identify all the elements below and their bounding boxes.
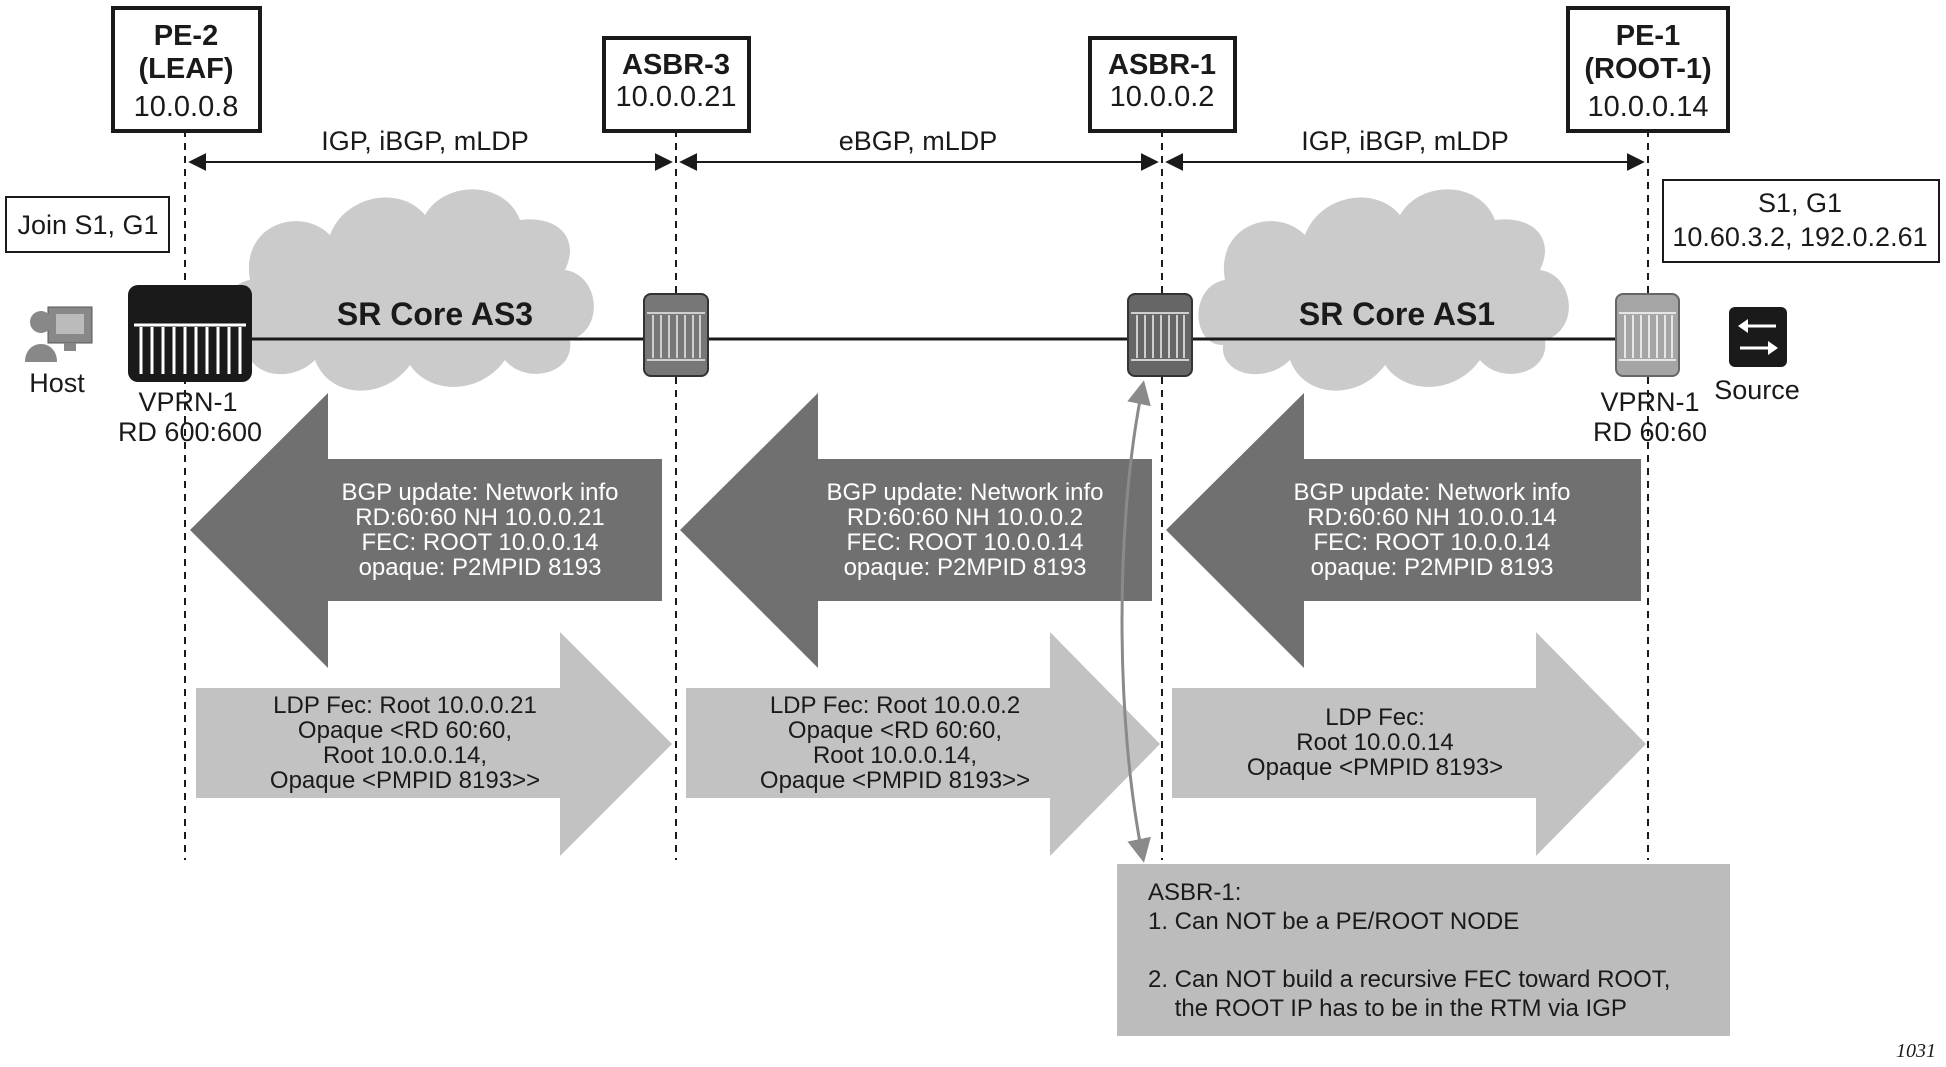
ldp-arrow-3-line-2: Root 10.0.0.14 bbox=[1296, 729, 1453, 756]
bgp-arrow-2-line-3: FEC: ROOT 10.0.0.14 bbox=[847, 529, 1084, 556]
bgp-arrow-3-line-1: BGP update: Network info bbox=[1293, 479, 1570, 506]
ldp-arrow-2-line-2: Opaque <RD 60:60, bbox=[788, 717, 1002, 744]
bgp-arrow-1: BGP update: Network info RD:60:60 NH 10.… bbox=[190, 393, 662, 668]
router-icon bbox=[1615, 293, 1680, 377]
source-info-line-1: S1, G1 bbox=[1758, 188, 1842, 218]
node-pe2-ip: 10.0.0.8 bbox=[134, 91, 239, 123]
node-verticals bbox=[184, 130, 1649, 860]
join-box: Join S1, G1 bbox=[5, 196, 170, 253]
router-icon bbox=[643, 293, 709, 377]
segment-label-2: eBGP, mLDP bbox=[839, 126, 998, 156]
node-pe1: PE-1 (ROOT-1) 10.0.0.14 bbox=[1566, 6, 1730, 133]
ldp-arrow-1-line-1: LDP Fec: Root 10.0.0.21 bbox=[273, 692, 537, 719]
source-switch-icon bbox=[1729, 307, 1787, 367]
asbr1-note-connector bbox=[1120, 380, 1151, 863]
bgp-arrow-3: BGP update: Network info RD:60:60 NH 10.… bbox=[1166, 393, 1641, 668]
node-asbr3-ip: 10.0.0.21 bbox=[616, 81, 737, 113]
node-pe2-label-2: (LEAF) bbox=[138, 53, 233, 85]
cloud-as3 bbox=[223, 189, 594, 391]
bgp-arrow-3-line-3: FEC: ROOT 10.0.0.14 bbox=[1314, 529, 1551, 556]
note-line-5: the ROOT IP has to be in the RTM via IGP bbox=[1148, 995, 1627, 1022]
ldp-arrow-1: LDP Fec: Root 10.0.0.21 Opaque <RD 60:60… bbox=[196, 632, 672, 856]
bgp-arrow-3-line-2: RD:60:60 NH 10.0.0.14 bbox=[1307, 504, 1556, 531]
source-info-box: S1, G1 10.60.3.2, 192.0.2.61 bbox=[1662, 179, 1940, 263]
router-icon bbox=[1127, 293, 1193, 377]
segment-label-1: IGP, iBGP, mLDP bbox=[321, 126, 529, 156]
bgp-arrow-1-line-4: opaque: P2MPID 8193 bbox=[359, 554, 602, 581]
ldp-arrow-2-line-4: Opaque <PMPID 8193>> bbox=[760, 767, 1030, 794]
node-asbr1-label: ASBR-1 bbox=[1108, 49, 1216, 81]
cloud-as1-label: SR Core AS1 bbox=[1299, 296, 1495, 332]
cloud-as3-label: SR Core AS3 bbox=[337, 296, 533, 332]
bgp-arrow-1-line-1: BGP update: Network info bbox=[341, 479, 618, 506]
ldp-arrow-3-line-1: LDP Fec: bbox=[1325, 704, 1425, 731]
bgp-arrow-2-line-1: BGP update: Network info bbox=[826, 479, 1103, 506]
node-asbr1-ip: 10.0.0.2 bbox=[1110, 81, 1215, 113]
node-pe1-label-2: (ROOT-1) bbox=[1584, 53, 1711, 85]
ldp-arrow-2-line-3: Root 10.0.0.14, bbox=[813, 742, 977, 769]
vprn-left-line-1: VPRN-1 bbox=[138, 387, 237, 417]
source-info-line-2: 10.60.3.2, 192.0.2.61 bbox=[1672, 222, 1927, 252]
node-pe2-label-1: PE-2 bbox=[154, 20, 218, 52]
bgp-arrow-2: BGP update: Network info RD:60:60 NH 10.… bbox=[680, 393, 1152, 668]
vprn-right-line-1: VPRN-1 bbox=[1600, 387, 1699, 417]
note-line-1: ASBR-1: bbox=[1148, 879, 1241, 906]
ldp-arrow-3-line-3: Opaque <PMPID 8193> bbox=[1247, 754, 1503, 781]
bgp-arrow-2-line-4: opaque: P2MPID 8193 bbox=[844, 554, 1087, 581]
node-asbr1: ASBR-1 10.0.0.2 bbox=[1088, 36, 1237, 133]
node-asbr3: ASBR-3 10.0.0.21 bbox=[602, 36, 751, 133]
join-box-text: Join S1, G1 bbox=[17, 210, 158, 240]
ldp-arrow-3: LDP Fec: Root 10.0.0.14 Opaque <PMPID 81… bbox=[1172, 632, 1646, 856]
note-line-4: 2. Can NOT build a recursive FEC toward … bbox=[1148, 966, 1670, 993]
bgp-arrow-1-line-3: FEC: ROOT 10.0.0.14 bbox=[362, 529, 599, 556]
node-pe1-ip: 10.0.0.14 bbox=[1588, 91, 1709, 123]
ldp-arrow-2: LDP Fec: Root 10.0.0.2 Opaque <RD 60:60,… bbox=[686, 632, 1160, 856]
node-asbr3-label: ASBR-3 bbox=[622, 49, 730, 81]
ldp-arrow-1-line-4: Opaque <PMPID 8193>> bbox=[270, 767, 540, 794]
host-icon bbox=[25, 306, 93, 362]
bgp-arrow-3-line-4: opaque: P2MPID 8193 bbox=[1311, 554, 1554, 581]
vprn-right-line-2: RD 60:60 bbox=[1593, 417, 1707, 447]
source-label: Source bbox=[1714, 375, 1800, 405]
bgp-arrow-2-line-2: RD:60:60 NH 10.0.0.2 bbox=[847, 504, 1083, 531]
cloud-as1 bbox=[1198, 189, 1569, 391]
note-line-2: 1. Can NOT be a PE/ROOT NODE bbox=[1148, 908, 1519, 935]
asbr1-note-box: ASBR-1: 1. Can NOT be a PE/ROOT NODE 2. … bbox=[1117, 864, 1730, 1036]
ldp-arrow-1-line-3: Root 10.0.0.14, bbox=[323, 742, 487, 769]
router-icon bbox=[128, 285, 252, 382]
vprn-left-line-2: RD 600:600 bbox=[118, 417, 262, 447]
figure-number: 1031 bbox=[1896, 1040, 1936, 1062]
ldp-arrow-1-line-2: Opaque <RD 60:60, bbox=[298, 717, 512, 744]
node-pe2: PE-2 (LEAF) 10.0.0.8 bbox=[111, 6, 262, 133]
ldp-arrow-2-line-1: LDP Fec: Root 10.0.0.2 bbox=[770, 692, 1020, 719]
host-label: Host bbox=[29, 368, 85, 398]
segment-label-3: IGP, iBGP, mLDP bbox=[1301, 126, 1509, 156]
bgp-arrow-1-line-2: RD:60:60 NH 10.0.0.21 bbox=[355, 504, 604, 531]
node-pe1-label-1: PE-1 bbox=[1616, 20, 1680, 52]
